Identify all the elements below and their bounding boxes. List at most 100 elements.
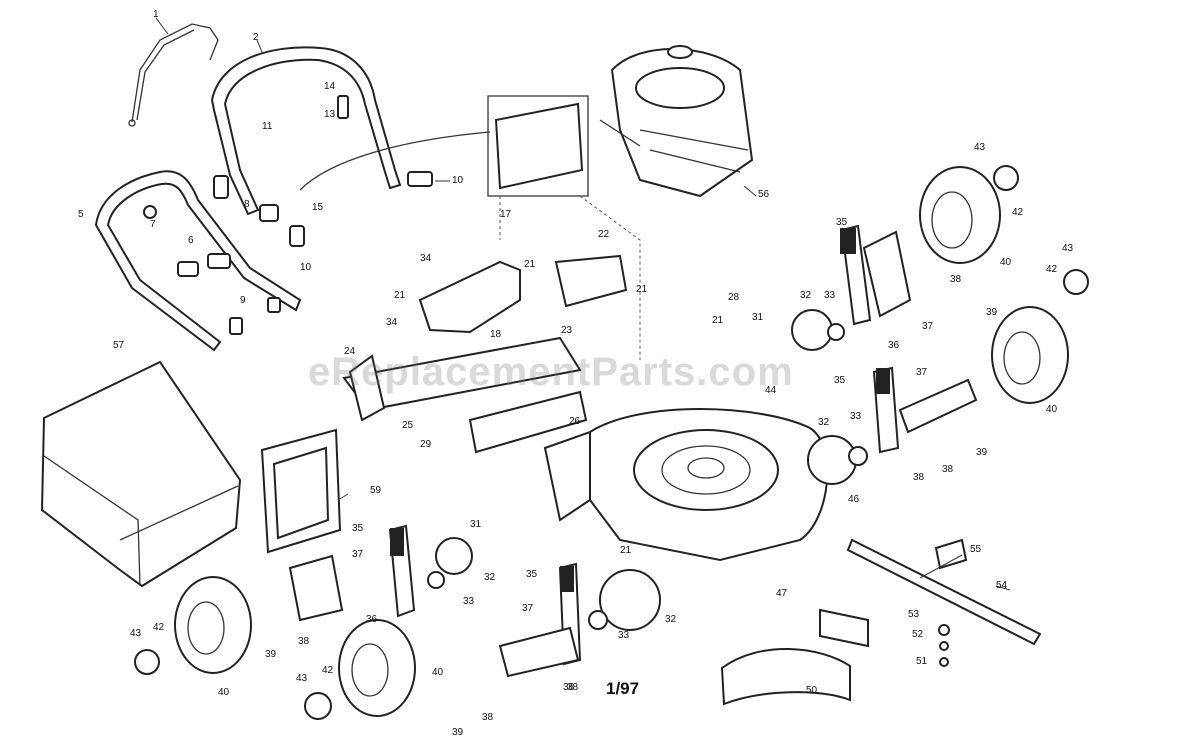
callout-6: 6 [188,235,194,246]
callout-22: 22 [598,229,610,240]
callout-46: 46 [848,494,860,505]
callout-57: 57 [113,340,125,351]
callout-8: 8 [244,199,250,210]
callout-21c: 21 [394,290,406,301]
callout-36a: 36 [888,340,900,351]
callout-13: 13 [324,109,336,120]
callout-17: 17 [500,209,512,220]
control-cable [299,131,491,191]
callout-42a: 42 [1012,207,1024,218]
callout-21d: 21 [712,315,724,326]
callout-37a: 37 [922,321,934,332]
callout-43c: 43 [130,628,142,639]
callout-21b: 21 [636,284,648,295]
callout-32a: 32 [800,290,812,301]
callout-2: 2 [253,32,259,43]
callout-52: 52 [912,629,924,640]
callout-43b: 43 [1062,243,1074,254]
gears [427,309,868,631]
callout-42c: 42 [153,622,165,633]
height-adjusters [288,224,978,678]
callout-11: 11 [262,121,273,132]
callout-31a: 31 [752,312,764,323]
callout-35a: 35 [836,217,848,228]
callout-10-lower: 10 [300,262,312,273]
mower-deck [543,408,829,562]
callout-31b: 31 [470,519,482,530]
callout-39d: 39 [452,727,464,738]
callout-32b: 32 [818,417,830,428]
callout-44: 44 [765,385,777,396]
callout-24: 24 [344,346,356,357]
callout-38e: 38 [482,712,494,723]
callout-25: 25 [402,420,414,431]
callout-23: 23 [561,325,573,336]
callout-40d: 40 [432,667,444,678]
callout-21a: 21 [524,259,536,270]
callout-33c: 33 [463,596,475,607]
callout-15: 15 [312,202,324,213]
callout-34a: 34 [420,253,432,264]
callout-33d: 33 [618,630,630,641]
callout-1: 1 [153,9,159,20]
callout-43d: 43 [296,673,308,684]
callout-43a: 43 [974,142,986,153]
callout-5: 5 [78,209,84,220]
callout-40b: 40 [1046,404,1058,415]
callout-35c: 35 [352,523,364,534]
callout-39a: 39 [986,307,998,318]
callout-21e: 21 [620,545,632,556]
deck-brackets [342,254,628,454]
callout-38d: 38 [298,636,310,647]
upper-handle [210,46,402,216]
callout-40a: 40 [1000,257,1012,268]
date-code: 1/97 [606,679,640,698]
callout-42b: 42 [1046,264,1058,275]
callout-28: 28 [728,292,740,303]
callout-47: 47 [776,588,788,599]
callout-10-upper: 10 [452,175,464,186]
callout-38c: 38 [913,472,925,483]
hub-caps [134,165,1089,720]
engine-bracket-group [487,95,641,360]
callout-36c: 36 [563,682,575,693]
callout-56: 56 [758,189,770,200]
callout-14: 14 [324,81,336,92]
callout-33b: 33 [850,411,862,422]
callout-37d: 37 [522,603,534,614]
callout-18: 18 [490,329,502,340]
callout-32d: 32 [665,614,677,625]
callout-35d: 35 [526,569,538,580]
callout-29-left: 29 [420,439,432,450]
callout-37b: 37 [916,367,928,378]
callout-7: 7 [150,219,156,230]
callout-37c: 37 [352,549,364,560]
callout-50: 50 [806,685,818,696]
callout-38b: 38 [942,464,954,475]
wheels [174,166,1069,717]
callout-32c: 32 [484,572,496,583]
callout-33a: 33 [824,290,836,301]
callout-40c: 40 [218,687,230,698]
callout-54: 54 [996,580,1008,591]
lower-handle [94,170,302,352]
grass-catcher [40,360,342,588]
callout-38a: 38 [950,274,962,285]
blade-assembly [846,538,1042,667]
leader-lines [155,17,1011,591]
callout-55: 55 [970,544,982,555]
callout-42d: 42 [322,665,334,676]
callout-53: 53 [908,609,920,620]
callout-51: 51 [916,656,928,667]
callout-35b: 35 [834,375,846,386]
handle-hardware [143,95,433,335]
callout-34b: 34 [386,317,398,328]
callout-26: 26 [569,416,581,427]
engine [599,45,754,198]
callout-39c: 39 [265,649,277,660]
callout-9: 9 [240,295,246,306]
discharge-guards [720,608,869,706]
callout-36b: 36 [366,614,378,625]
